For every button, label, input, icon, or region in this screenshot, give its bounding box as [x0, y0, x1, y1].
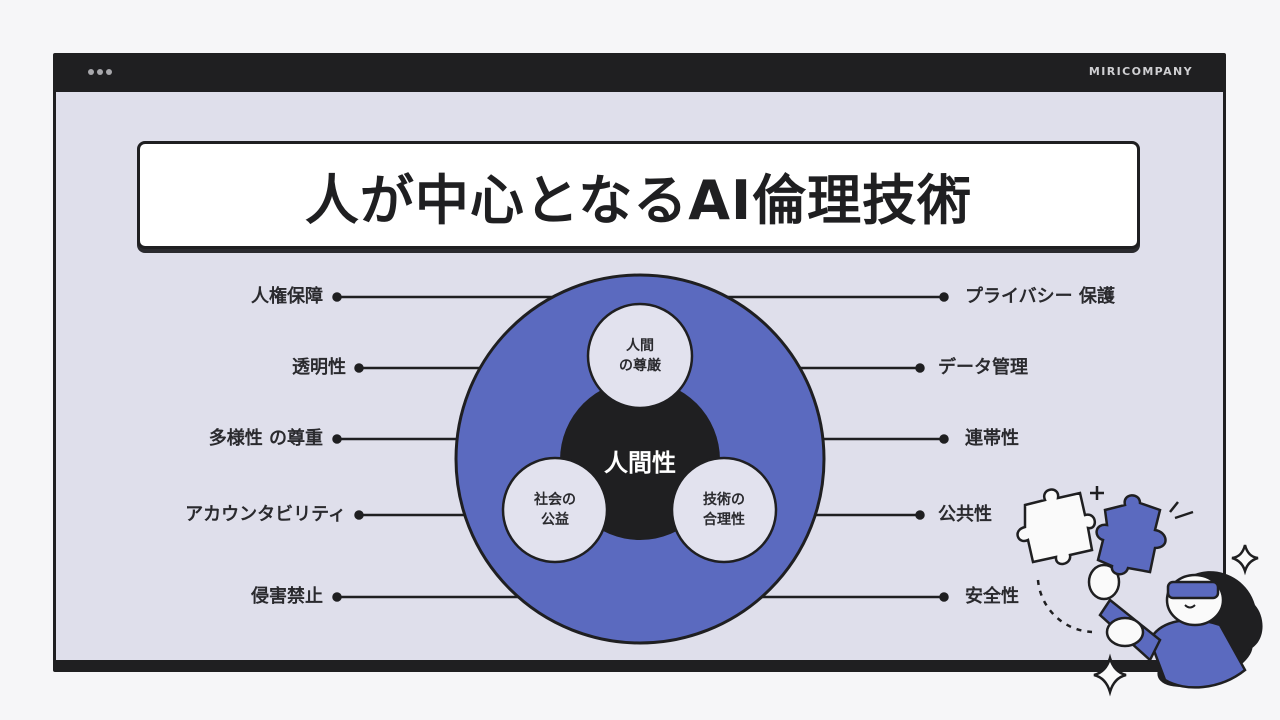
- left-item-accountability: アカウンタビリティ: [185, 504, 346, 525]
- inner-circle-right: [670, 456, 778, 564]
- person-holding-puzzle-pieces-illustration: [1016, 486, 1263, 697]
- inner-label-public-good: 社会の 公益: [510, 490, 600, 530]
- left-item-human-rights: 人権保障: [251, 286, 323, 307]
- inner-label-line: 技術の: [703, 492, 745, 508]
- inner-circle-top: [586, 302, 694, 410]
- right-connectors: [720, 292, 949, 602]
- inner-label-dignity: 人間 の尊厳: [595, 336, 685, 376]
- inner-circle-left: [501, 456, 609, 564]
- inner-label-line: 合理性: [703, 512, 745, 528]
- dot: [97, 69, 103, 75]
- window-titlebar: MIRICOMPANY: [53, 53, 1226, 92]
- inner-label-line: 社会の: [534, 492, 576, 508]
- core-label: 人間性: [604, 449, 676, 477]
- inner-label-rationality: 技術の 合理性: [679, 490, 769, 530]
- dot: [106, 69, 112, 75]
- right-item-publicness: 公共性: [938, 504, 992, 525]
- inner-label-line: の尊厳: [619, 358, 661, 374]
- title-box: 人が中心となるAI倫理技術: [137, 141, 1140, 249]
- left-item-harm-prevention: 侵害禁止: [251, 586, 323, 607]
- dot: [88, 69, 94, 75]
- left-connectors: [332, 292, 560, 602]
- right-item-privacy: プライバシー 保護: [965, 286, 1115, 307]
- left-item-transparency: 透明性: [292, 357, 346, 378]
- right-item-safety: 安全性: [965, 586, 1019, 607]
- inner-label-line: 公益: [541, 512, 569, 528]
- three-dots-icon[interactable]: [88, 69, 112, 75]
- right-item-solidarity: 連帯性: [965, 428, 1019, 449]
- left-item-diversity: 多様性 の尊重: [208, 428, 323, 449]
- page-title: 人が中心となるAI倫理技術: [304, 168, 973, 232]
- brand-name: MIRICOMPANY: [1088, 65, 1193, 78]
- right-item-data-management: データ管理: [938, 357, 1028, 378]
- inner-label-line: 人間: [626, 338, 654, 354]
